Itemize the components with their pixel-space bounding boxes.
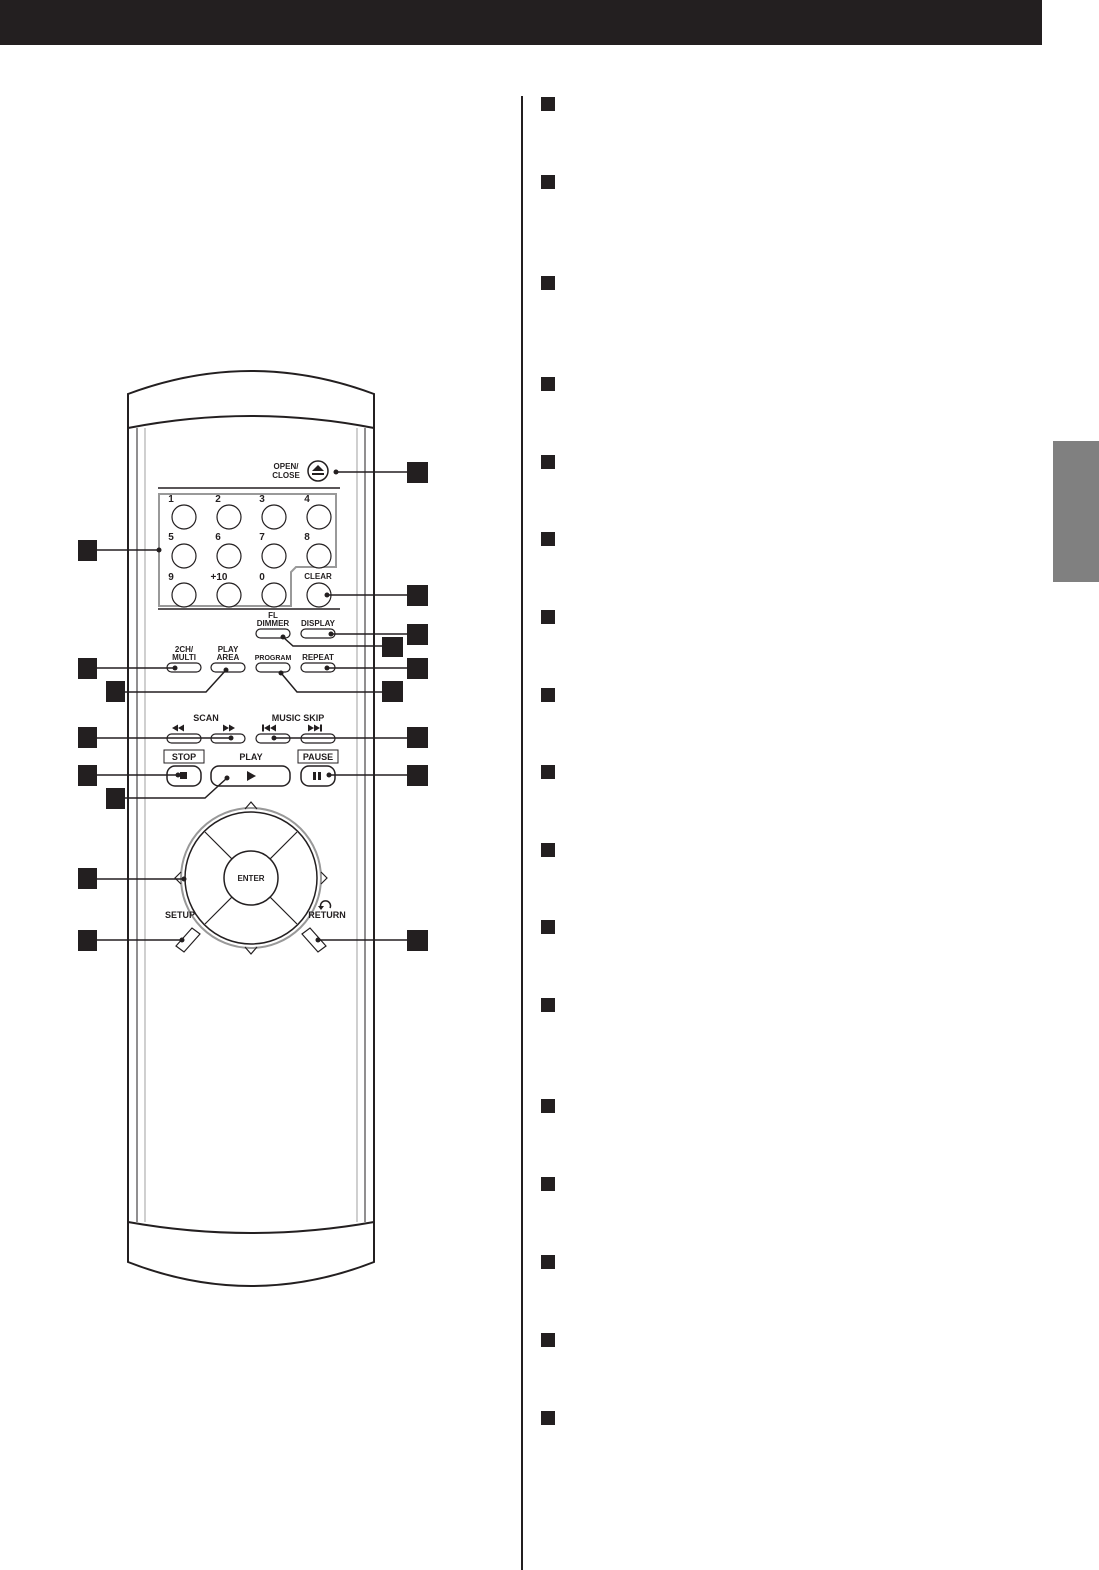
play-area-button[interactable] — [210, 662, 246, 673]
item-marker — [541, 97, 555, 111]
enter-label: ENTER — [237, 874, 264, 883]
return-arrow-icon — [318, 900, 332, 910]
digit-button-0[interactable] — [261, 582, 287, 608]
music-skip-label: MUSIC SKIP — [272, 713, 325, 723]
stop-label: STOP — [172, 752, 196, 762]
enter-button[interactable] — [223, 850, 279, 906]
callout-markers — [78, 462, 428, 951]
program-button[interactable] — [255, 662, 291, 673]
digit-button-4[interactable] — [306, 504, 332, 530]
scan-label: SCAN — [193, 713, 219, 723]
item-marker — [541, 688, 555, 702]
pause-label: PAUSE — [303, 752, 333, 762]
open-close-button[interactable] — [307, 460, 329, 482]
play-icon — [247, 771, 256, 781]
item-marker — [541, 377, 555, 391]
play-area-label-1: PLAY — [218, 645, 239, 654]
stop-button[interactable] — [166, 765, 202, 787]
digit-label-1: 1 — [168, 494, 174, 505]
digit-button-6[interactable] — [216, 543, 242, 569]
pause-label-box — [297, 749, 339, 764]
section-tab — [1053, 441, 1099, 582]
up-arrow-icon — [244, 801, 258, 810]
stop-icon — [180, 772, 187, 779]
digit-label-2: 2 — [215, 494, 221, 505]
clear-label: CLEAR — [304, 572, 332, 581]
item-marker — [541, 610, 555, 624]
skip-back-icon — [262, 724, 276, 732]
pause-icon — [313, 772, 321, 780]
pause-button[interactable] — [300, 765, 336, 787]
item-marker — [541, 765, 555, 779]
digit-label-3: 3 — [259, 494, 265, 505]
digit-label-6: 6 — [215, 532, 221, 543]
digit-button-9[interactable] — [171, 582, 197, 608]
digit-button-2[interactable] — [216, 504, 242, 530]
fl-dimmer-label-1: FL — [268, 611, 278, 620]
item-marker — [541, 1099, 555, 1113]
stop-label-box — [163, 749, 205, 764]
repeat-label: REPEAT — [302, 653, 334, 662]
digit-button-1[interactable] — [171, 504, 197, 530]
remote-body — [127, 370, 375, 1287]
left-arrow-icon — [174, 871, 182, 885]
digit-label-4: 4 — [304, 494, 310, 505]
digit-button-3[interactable] — [261, 504, 287, 530]
callout-leaders — [96, 471, 407, 941]
digit-label-5: 5 — [168, 532, 174, 543]
skip-forward-icon — [308, 724, 322, 732]
setup-button[interactable] — [175, 927, 201, 953]
play-area-label-2: AREA — [217, 653, 240, 662]
header-bar — [0, 0, 1042, 45]
callout-dots — [156, 469, 339, 943]
digit-button-5[interactable] — [171, 543, 197, 569]
return-label: RETURN — [308, 910, 346, 920]
item-marker — [541, 175, 555, 189]
item-marker — [541, 276, 555, 290]
item-marker — [541, 843, 555, 857]
display-label: DISPLAY — [301, 619, 336, 628]
digit-label-0: 0 — [259, 572, 265, 583]
column-divider — [521, 96, 523, 1570]
program-label: PROGRAM — [255, 655, 292, 662]
item-marker — [541, 532, 555, 546]
rewind-icon — [172, 724, 184, 732]
digit-label-7: 7 — [259, 532, 265, 543]
digit-label-plus10: +10 — [211, 572, 228, 583]
item-marker — [541, 455, 555, 469]
2ch-multi-label-2: MULTI — [172, 653, 196, 662]
open-close-label-1: OPEN/ — [274, 462, 300, 471]
item-marker — [541, 998, 555, 1012]
2ch-multi-label-1: 2CH/ — [175, 645, 194, 654]
item-marker — [541, 1333, 555, 1347]
digit-label-9: 9 — [168, 572, 174, 583]
play-label: PLAY — [239, 752, 262, 762]
play-button[interactable] — [210, 765, 291, 787]
digit-button-8[interactable] — [306, 543, 332, 569]
fl-dimmer-label-2: DIMMER — [257, 619, 290, 628]
item-marker — [541, 920, 555, 934]
item-marker — [541, 1411, 555, 1425]
right-arrow-icon — [320, 871, 328, 885]
setup-label: SETUP — [165, 910, 195, 920]
digit-button-7[interactable] — [261, 543, 287, 569]
digit-label-8: 8 — [304, 532, 310, 543]
down-arrow-icon — [244, 946, 258, 955]
eject-icon — [312, 465, 324, 475]
digit-button-plus10[interactable] — [216, 582, 242, 608]
item-marker — [541, 1255, 555, 1269]
open-close-label-2: CLOSE — [272, 471, 300, 480]
fast-forward-icon — [223, 724, 235, 732]
item-marker — [541, 1177, 555, 1191]
